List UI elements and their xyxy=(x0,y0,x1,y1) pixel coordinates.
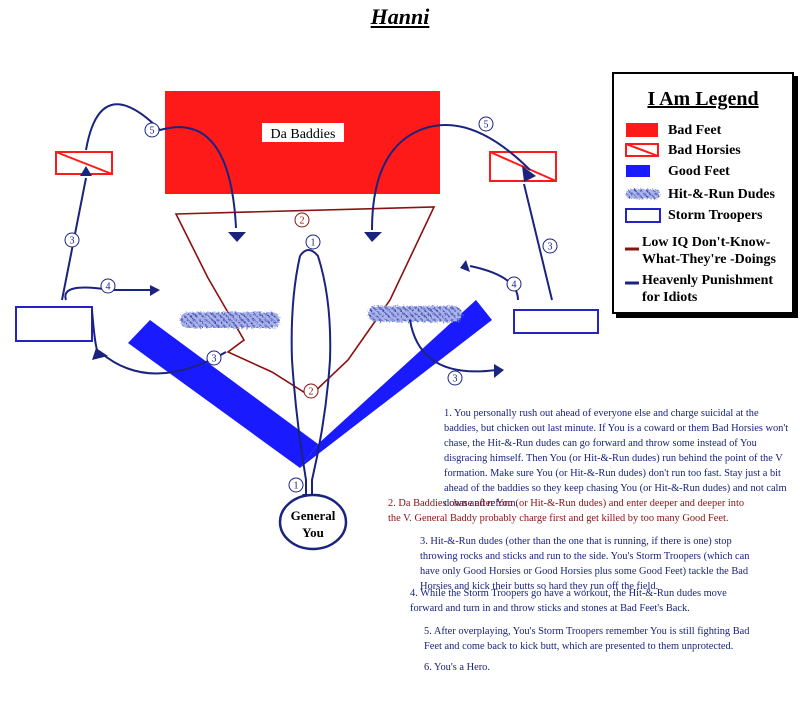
bad-horsies-right xyxy=(489,151,557,182)
svg-text:4: 4 xyxy=(106,282,111,293)
good-feet-swatch xyxy=(626,165,650,177)
bad-feet-block xyxy=(165,91,440,194)
svg-text:5: 5 xyxy=(150,126,155,137)
hit-and-run-swatch xyxy=(626,189,660,199)
low-iq-swatch xyxy=(625,247,639,251)
legend-label: Heavenly Punishment for Idiots xyxy=(642,273,774,305)
note-5: 5. After overplaying, You's Storm Troope… xyxy=(424,626,750,652)
note-1: 1. You personally rush out ahead of ever… xyxy=(444,408,789,509)
legend-title: I Am Legend xyxy=(647,88,759,110)
bad-horsies-left xyxy=(55,151,113,175)
step-marker: 4 xyxy=(100,278,116,294)
step-marker: 3 xyxy=(542,238,558,254)
arrowheads xyxy=(80,166,536,506)
step-marker: 3 xyxy=(206,350,222,366)
note-3: 3. Hit-&-Run dudes (other than the one t… xyxy=(420,536,750,592)
legend-label: Good Feet xyxy=(668,164,730,179)
legend-label: Bad Horsies xyxy=(668,143,741,158)
legend-label: Storm Troopers xyxy=(668,208,763,223)
step-marker: 3 xyxy=(64,232,80,248)
baddies-label-bg xyxy=(262,123,344,142)
svg-text:3: 3 xyxy=(548,242,553,253)
svg-text:3: 3 xyxy=(212,354,217,365)
step-marker: 3 xyxy=(447,370,463,386)
step-markers: 5 5 2 1 3 3 4 4 3 3 2 1 xyxy=(64,116,558,493)
punishment-paths xyxy=(61,103,553,500)
legend-label: Hit-&-Run Dudes xyxy=(668,187,775,202)
baddies-label: Da Baddies xyxy=(271,127,336,142)
bad-feet-swatch xyxy=(626,123,658,137)
svg-text:2: 2 xyxy=(300,216,305,227)
legend-label: Bad Feet xyxy=(668,123,722,138)
note-6: 6. You's a Hero. xyxy=(424,662,490,673)
legend-label: Low IQ Don't-Know-What-They're -Doings xyxy=(642,235,776,267)
step-marker: 5 xyxy=(478,116,494,132)
step-marker: 2 xyxy=(294,212,310,228)
general-label-line1: General xyxy=(291,508,336,523)
svg-text:1: 1 xyxy=(311,238,316,249)
good-feet-v-right xyxy=(300,300,492,468)
step-marker: 1 xyxy=(305,234,321,250)
hit-and-run-dudes-right xyxy=(368,306,462,322)
storm-troopers-left xyxy=(15,306,93,342)
svg-text:3: 3 xyxy=(453,374,458,385)
step-marker: 2 xyxy=(303,383,319,399)
svg-text:4: 4 xyxy=(512,280,517,291)
punishment-swatch xyxy=(625,281,639,285)
legend-box: I Am Legend Bad Feet Bad Horsies Good Fe… xyxy=(612,72,794,314)
note-4: 4. While the Storm Troopers go have a wo… xyxy=(410,588,727,614)
storm-troopers-swatch xyxy=(625,208,661,223)
step-marker: 5 xyxy=(144,122,160,138)
svg-text:3: 3 xyxy=(70,236,75,247)
storm-troopers-right xyxy=(513,309,599,334)
svg-text:2: 2 xyxy=(309,387,314,398)
note-2: 2. Da Baddies chase after You (or Hit-&-… xyxy=(388,498,745,524)
low-iq-path xyxy=(174,206,436,398)
svg-text:1: 1 xyxy=(294,481,299,492)
general-label-line2: You xyxy=(302,525,324,540)
bad-horsies-swatch xyxy=(625,143,659,157)
step-marker: 1 xyxy=(288,477,304,493)
step-marker: 4 xyxy=(506,276,522,292)
svg-text:5: 5 xyxy=(484,120,489,131)
good-feet-v-left xyxy=(128,320,318,468)
general-you-circle xyxy=(278,493,348,551)
page-title: Hanni xyxy=(370,4,430,29)
hit-and-run-dudes-left xyxy=(180,312,280,328)
